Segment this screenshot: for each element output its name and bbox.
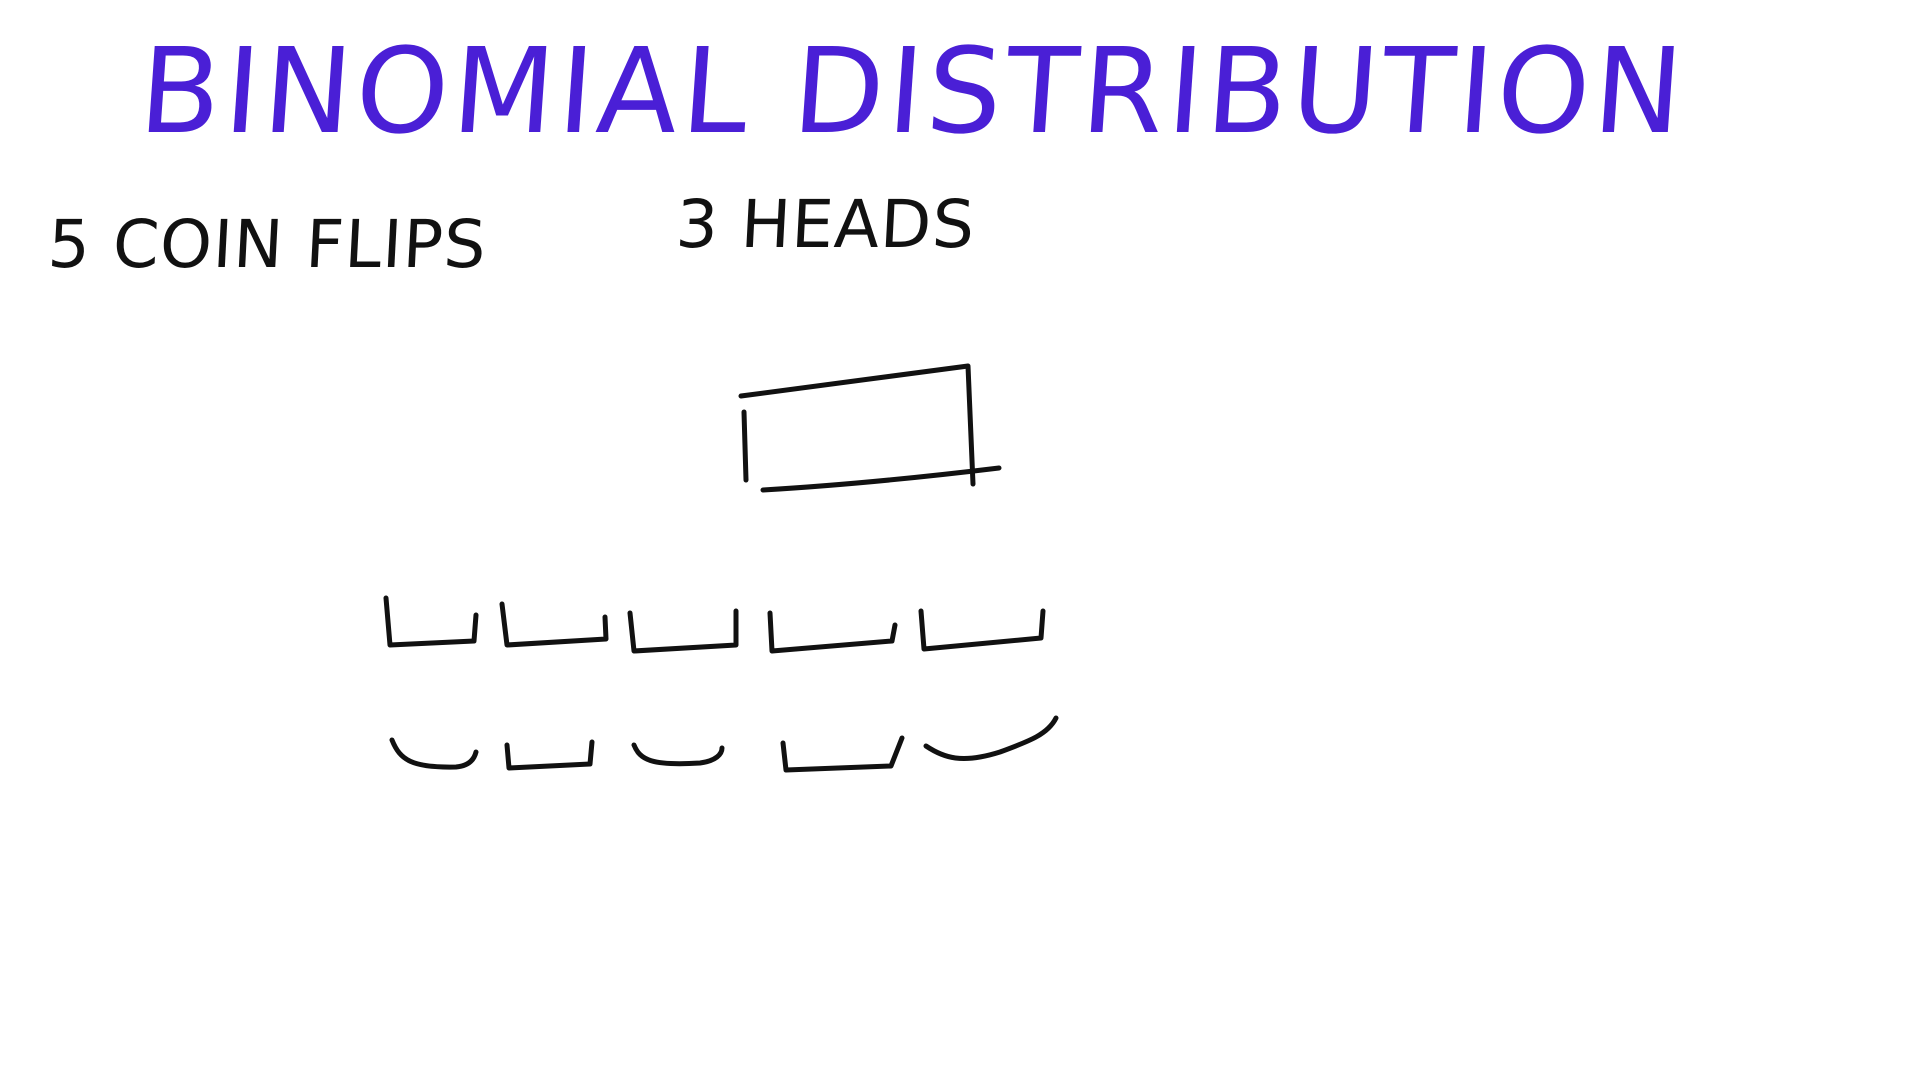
blank-slot [383, 595, 479, 648]
blank-slot [918, 608, 1046, 652]
blank-slot [389, 737, 479, 770]
answer-box [738, 363, 1002, 493]
blank-slot [504, 739, 595, 771]
blank-slot [923, 715, 1059, 761]
blank-slot [780, 735, 905, 773]
blank-slot [631, 742, 725, 767]
blank-slots-row-2 [389, 715, 1059, 773]
blank-slot [499, 601, 609, 648]
blank-slot [767, 610, 898, 654]
blank-slot [627, 608, 739, 654]
blank-slots-row-1 [383, 595, 1046, 654]
